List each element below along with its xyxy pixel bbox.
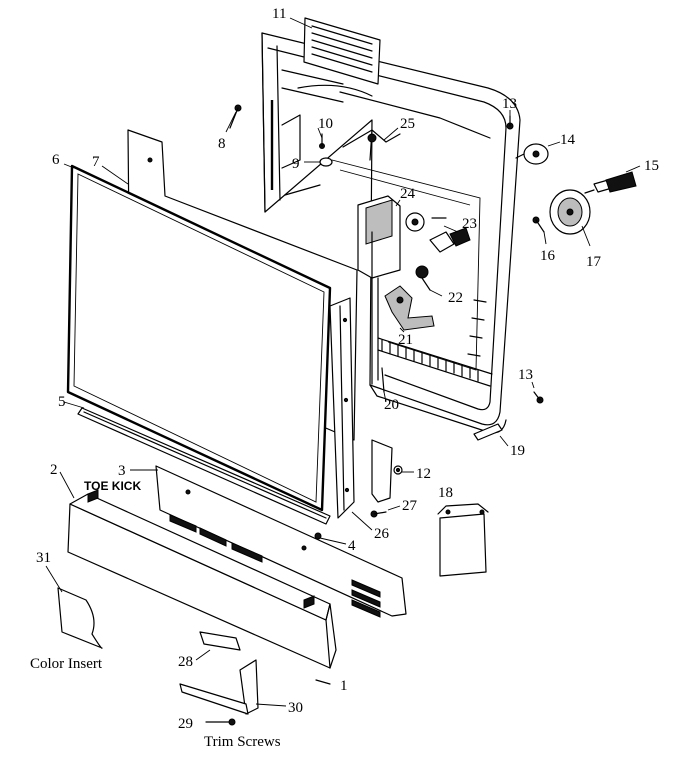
label-3: 3 [118,463,126,479]
rinse-aid-cap [405,212,447,232]
label-13-bottom: 13 [518,367,533,383]
label-11: 11 [272,6,286,22]
control-knob [515,143,549,165]
captions: TOE KICK Color Insert Trim Screws [30,479,281,750]
vent-assembly [303,17,381,85]
label-13-top: 13 [502,96,517,112]
label-30: 30 [288,700,303,716]
trim-bracket-30 [179,659,259,715]
label-21: 21 [398,332,413,348]
label-26: 26 [374,526,390,542]
label-27: 27 [402,498,418,514]
label-31: 31 [36,550,51,566]
door-gasket [473,423,503,441]
label-14: 14 [560,132,576,148]
label-25: 25 [400,116,415,132]
bumper-9 [319,157,333,167]
label-29: 29 [178,716,193,732]
detergent-cup-parts [415,227,471,291]
label-23: 23 [462,216,477,232]
screw-13-bottom [533,391,544,404]
label-8: 8 [218,136,226,152]
bottom-trim-strip [77,407,331,525]
label-12: 12 [416,466,431,482]
label-4: 4 [348,538,356,554]
label-9: 9 [292,156,300,172]
leader-lines [45,17,641,707]
label-17: 17 [586,254,602,270]
label-20: 20 [384,397,399,413]
label-16: 16 [540,248,556,264]
screw-12 [393,465,403,475]
hinge-bracket [371,439,393,503]
label-1: 1 [340,678,348,694]
label-19: 19 [510,443,525,459]
hinge-rod [381,367,385,393]
screw-16 [532,216,545,233]
side-trim [329,297,355,519]
door-latch [384,285,435,331]
screw-27 [370,510,387,518]
screw-1 [315,679,331,685]
part-labels: 11 8 10 9 25 13 14 15 16 17 24 23 22 21 … [36,6,659,732]
screw-10 [319,133,325,149]
trim-piece-28 [199,631,241,651]
caption-trim-screws: Trim Screws [204,734,281,750]
label-2: 2 [50,462,58,478]
label-24: 24 [400,186,416,202]
color-insert [57,587,103,649]
caption-toe-kick: TOE KICK [84,479,141,493]
screw-4 [314,532,322,540]
cover-plate [437,503,489,577]
screw-8 [229,104,242,129]
trim-screw-29 [205,718,236,726]
outer-door-panel [66,164,332,512]
front-trim-panel [67,489,337,669]
label-7: 7 [92,154,100,170]
toe-kick [155,465,407,618]
label-6: 6 [52,152,60,168]
label-5: 5 [58,394,66,410]
dispenser [357,195,401,385]
caption-color-insert: Color Insert [30,656,103,672]
timer-shaft [584,171,637,194]
label-15: 15 [644,158,659,174]
label-10: 10 [318,116,333,132]
label-28: 28 [178,654,193,670]
rotor [342,129,401,161]
label-18: 18 [438,485,453,501]
label-22: 22 [448,290,463,306]
timer-dial [549,189,591,235]
